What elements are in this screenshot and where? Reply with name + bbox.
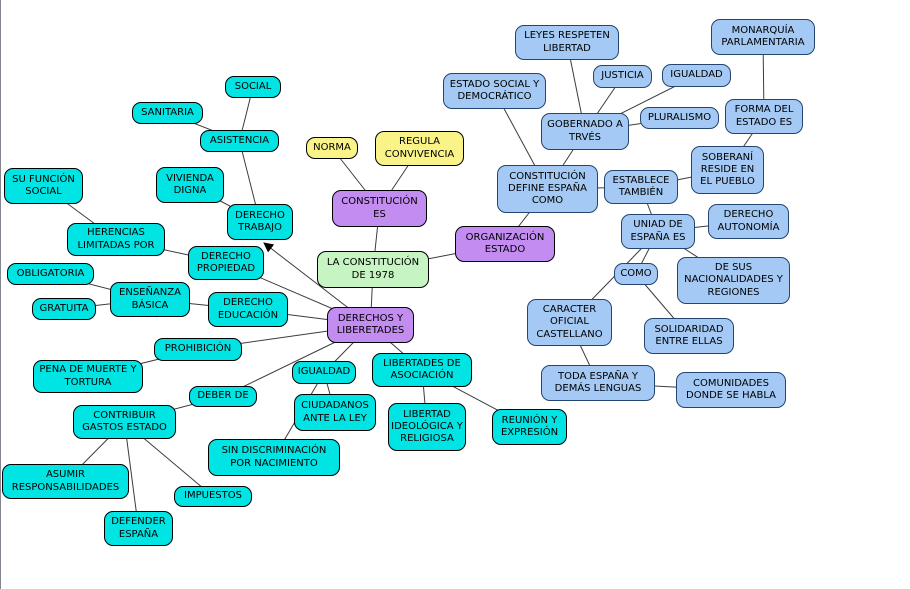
concept-node-pluralismo[interactable]: PLURALISMO (640, 107, 719, 129)
concept-node-deber-de[interactable]: DEBER DE (189, 386, 257, 407)
concept-node-derecho-trabajo[interactable]: DERECHO TRABAJO (227, 204, 293, 240)
concept-node-toda-espana[interactable]: TODA ESPAÑA Y DEMÁS LENGUAS (541, 365, 655, 401)
concept-node-reunion-expresion[interactable]: REUNIÓN Y EXPRESIÓN (492, 409, 567, 445)
concept-node-prohibicion[interactable]: PROHIBICIÓN (154, 338, 242, 361)
concept-node-organizacion-estado[interactable]: ORGANIZACIÓN ESTADO (455, 226, 555, 262)
concept-node-social[interactable]: SOCIAL (225, 76, 281, 98)
concept-node-derecho-propiedad[interactable]: DERECHO PROPIEDAD (188, 246, 264, 280)
concept-node-solidaridad[interactable]: SOLIDARIDAD ENTRE ELLAS (644, 318, 734, 354)
concept-node-derecho-autonomia[interactable]: DERECHO AUTONOMÍA (708, 204, 789, 239)
concept-node-justicia[interactable]: JUSTICIA (593, 65, 652, 88)
concept-node-caracter[interactable]: CARACTER OFICIAL CASTELLANO (527, 299, 612, 346)
concept-node-sin-discriminacion[interactable]: SIN DISCRIMINACIÓN POR NACIMIENTO (208, 439, 340, 476)
concept-node-igualdad-b[interactable]: IGUALDAD (292, 361, 356, 384)
concept-node-defender-espana[interactable]: DEFENDER ESPAÑA (104, 511, 173, 546)
concept-node-sanitaria[interactable]: SANITARIA (132, 102, 203, 124)
concept-node-derecho-educacion[interactable]: DERECHO EDUCACIÓN (208, 292, 288, 327)
concept-node-comunidades[interactable]: COMUNIDADES DONDE SE HABLA (676, 372, 786, 408)
concept-node-herencias[interactable]: HERENCIAS LIMITADAS POR (67, 223, 165, 256)
concept-node-la-constitucion-1978[interactable]: LA CONSTITUCIÓN DE 1978 (317, 251, 429, 288)
concept-node-estado-social[interactable]: ESTADO SOCIAL Y DEMOCRÁTICO (443, 73, 546, 109)
concept-node-libertad-ideologica[interactable]: LIBERTAD IDEOLÓGICA Y RELIGIOSA (388, 403, 466, 451)
concept-node-igualdad-t[interactable]: IGUALDAD (662, 64, 731, 87)
concept-node-libertades-asociacion[interactable]: LIBERTADES DE ASOCIACIÓN (372, 353, 472, 387)
concept-node-norma[interactable]: NORMA (306, 137, 358, 159)
concept-node-soberani[interactable]: SOBERANÍ RESIDE EN EL PUEBLO (691, 146, 764, 194)
concept-node-obligatoria[interactable]: OBLIGATORIA (7, 263, 94, 285)
concept-node-ciudadanos[interactable]: CIUDADANOS ANTE LA LEY (294, 394, 376, 431)
edge-contribuir--defender-espana (124, 421, 139, 529)
concept-node-su-funcion-social[interactable]: SU FUNCIÓN SOCIAL (4, 168, 83, 204)
concept-node-establece[interactable]: ESTABLECE TAMBIÉN (604, 170, 678, 204)
concept-node-asumir[interactable]: ASUMIR RESPONSABILIDADES (2, 464, 129, 499)
concept-node-regula-convivencia[interactable]: REGULA CONVIVENCIA (375, 131, 464, 166)
concept-node-impuestos[interactable]: IMPUESTOS (174, 486, 252, 507)
concept-node-contribuir[interactable]: CONTRIBUIR GASTOS ESTADO (73, 405, 176, 439)
concept-node-uniad[interactable]: UNIAD DE ESPAÑA ES (621, 214, 695, 249)
canvas-left-border (0, 0, 1, 589)
concept-node-derechos-liberetades[interactable]: DERECHOS Y LIBERETADES (327, 307, 414, 343)
concept-node-como[interactable]: COMO (614, 263, 658, 285)
concept-node-constitucion-es[interactable]: CONSTITUCIÓN ES (332, 190, 427, 227)
concept-node-leyes-respeten[interactable]: LEYES RESPETEN LIBERTAD (515, 25, 619, 60)
concept-node-vivienda-digna[interactable]: VIVIENDA DIGNA (156, 167, 224, 203)
concept-node-asistencia[interactable]: ASISTENCIA (200, 130, 279, 152)
concept-node-de-sus[interactable]: DE SUS NACIONALIDADES Y REGIONES (677, 257, 790, 304)
concept-node-gratuita[interactable]: GRATUITA (32, 298, 96, 320)
concept-node-gobernado[interactable]: GOBERNADO A TRVÉS (541, 113, 629, 150)
concept-node-pena-muerte[interactable]: PENA DE MUERTE Y TORTURA (33, 360, 143, 393)
concept-node-ensenanza-basica[interactable]: ENSEÑANZA BÁSICA (110, 282, 190, 317)
concept-node-monarquia[interactable]: MONARQUÍA PARLAMENTARIA (711, 19, 815, 55)
concept-node-constitucion-define[interactable]: CONSTITUCIÓN DEFINE ESPAÑA COMO (497, 165, 598, 213)
concept-node-forma-estado[interactable]: FORMA DEL ESTADO ES (725, 99, 803, 134)
